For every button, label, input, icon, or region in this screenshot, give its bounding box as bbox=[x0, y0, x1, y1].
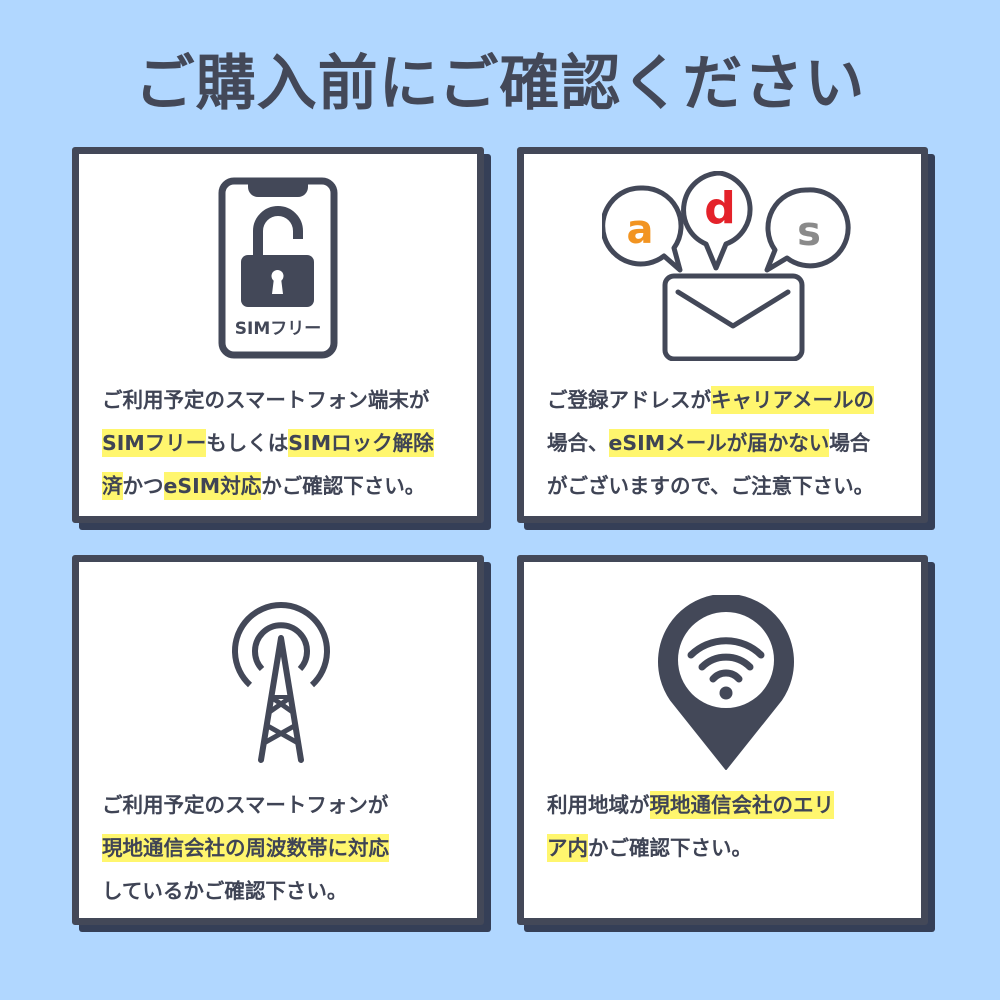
sim-free-label: SIMフリー bbox=[235, 319, 322, 339]
card-text: ご利用予定のスマートフォンが 現地通信会社の周波数帯に対応 しているかご確認下さ… bbox=[102, 784, 467, 913]
card-frequency-band: ご利用予定のスマートフォンが 現地通信会社の周波数帯に対応 しているかご確認下さ… bbox=[72, 555, 484, 925]
speech-bubble-d-icon: d bbox=[681, 171, 753, 271]
highlight: ア内 bbox=[547, 834, 588, 862]
highlight: 済 bbox=[102, 472, 123, 500]
svg-text:d: d bbox=[704, 183, 736, 234]
text-line: 現地通信会社の周波数帯に対応 bbox=[102, 827, 467, 870]
text-line: 済かつeSIM対応かご確認下さい。 bbox=[102, 472, 426, 500]
radio-tower-icon bbox=[232, 602, 330, 763]
text-line: がございますので、ご注意下さい。 bbox=[547, 474, 875, 498]
svg-text:s: s bbox=[797, 209, 821, 255]
card-text: ご利用予定のスマートフォン端末が SIMフリーもしくはSIMロック解除 済かつe… bbox=[102, 379, 467, 508]
highlight: SIMフリー bbox=[102, 429, 207, 457]
highlight: 現地通信会社の周波数帯に対応 bbox=[102, 834, 389, 862]
card-coverage-area: 利用地域が現地通信会社のエリ ア内かご確認下さい。 bbox=[517, 555, 928, 925]
highlight: eSIM対応 bbox=[163, 472, 262, 500]
envelope-icon bbox=[662, 273, 805, 361]
text-line: ご登録アドレスがキャリアメールの bbox=[547, 386, 874, 414]
highlight: 現地通信会社のエリ bbox=[649, 791, 834, 819]
highlight: SIMロック解除 bbox=[288, 429, 434, 457]
svg-text:a: a bbox=[627, 207, 654, 253]
wifi-location-pin-icon bbox=[658, 595, 794, 770]
text-line: SIMフリーもしくはSIMロック解除 bbox=[102, 429, 434, 457]
text-line: ご利用予定のスマートフォンが bbox=[102, 793, 389, 817]
card-carrier-mail: a d s ご登録アドレスがキャリアメールの 場合、eSIMメールが届かない場合… bbox=[517, 147, 928, 523]
card-sim-free: SIMフリー ご利用予定のスマートフォン端末が SIMフリーもしくはSIMロック… bbox=[72, 147, 484, 523]
speech-bubble-a-icon: a bbox=[602, 185, 684, 273]
text-line: ご利用予定のスマートフォン端末が bbox=[102, 388, 430, 412]
card-text: 利用地域が現地通信会社のエリ ア内かご確認下さい。 bbox=[547, 784, 911, 870]
page-title: ご購入前にご確認ください bbox=[134, 49, 866, 119]
text-line: 場合、eSIMメールが届かない場合 bbox=[547, 429, 871, 457]
highlight: eSIMメールが届かない bbox=[608, 429, 830, 457]
text-line: ア内かご確認下さい。 bbox=[547, 834, 752, 862]
text-line: 利用地域が現地通信会社のエリ bbox=[547, 791, 834, 819]
speech-bubble-s-icon: s bbox=[764, 187, 851, 273]
text-line: しているかご確認下さい。 bbox=[102, 879, 348, 903]
card-text: ご登録アドレスがキャリアメールの 場合、eSIMメールが届かない場合 がございま… bbox=[547, 379, 911, 508]
highlight: キャリアメールの bbox=[711, 386, 874, 414]
carrier-mail-icon: a d s bbox=[602, 171, 851, 361]
phone-unlocked-icon: SIMフリー bbox=[218, 177, 338, 359]
